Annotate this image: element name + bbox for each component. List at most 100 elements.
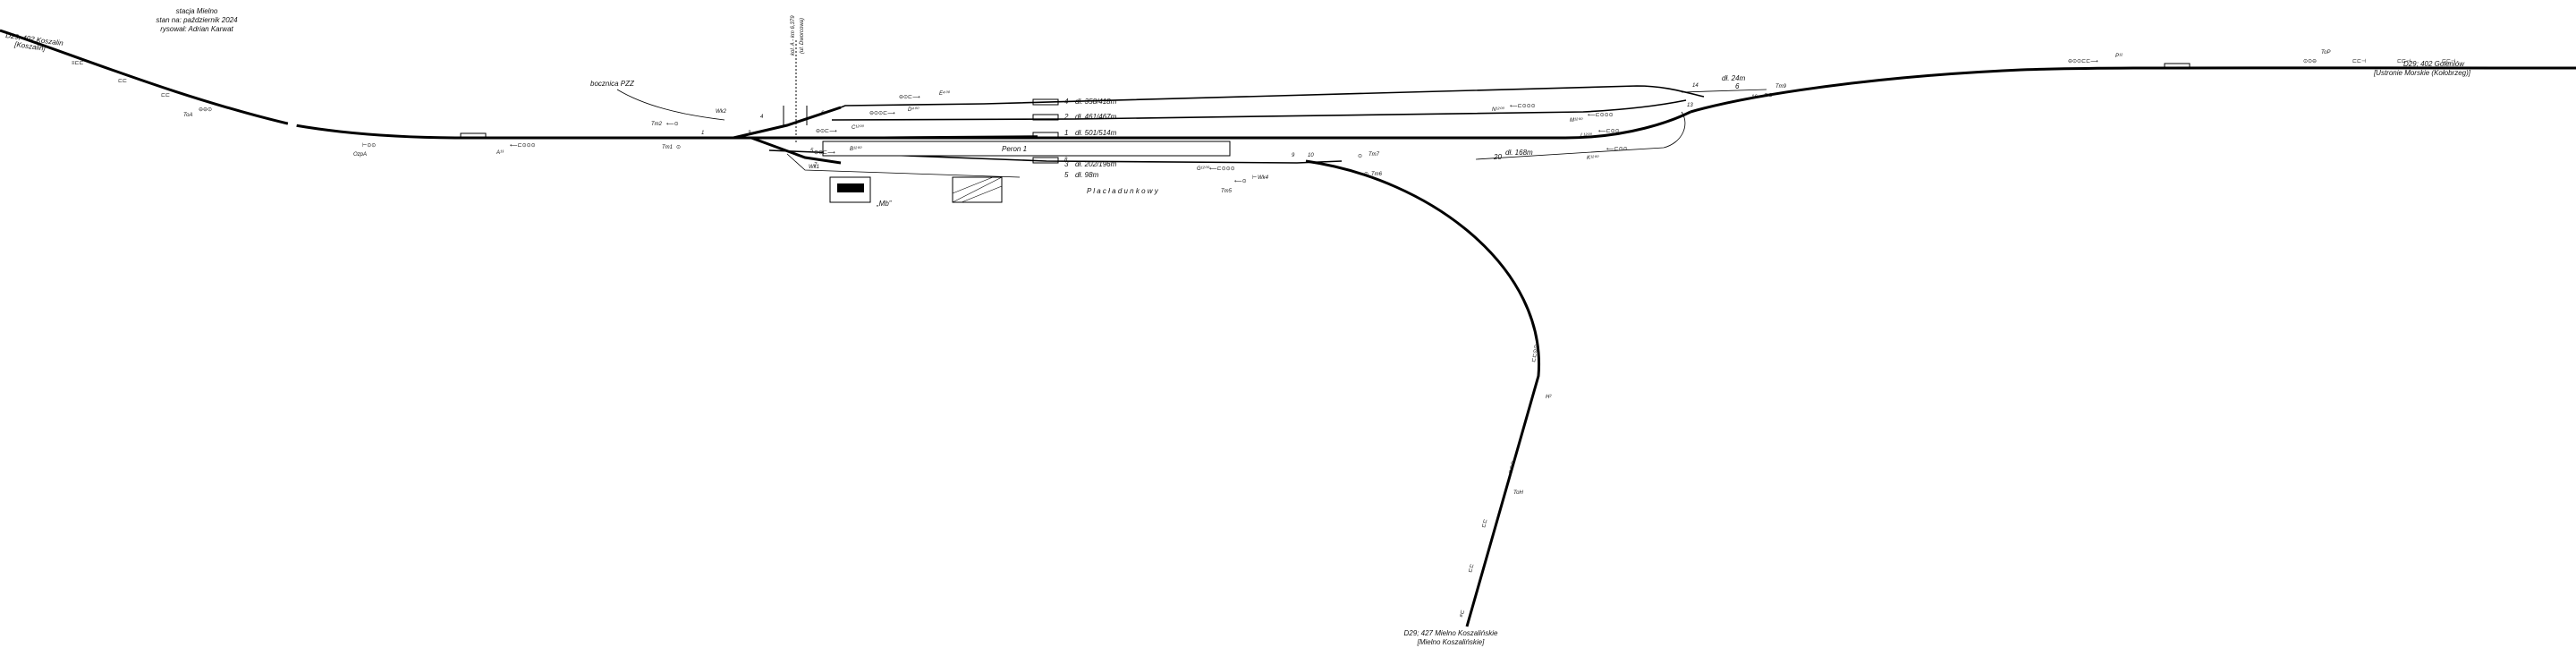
main-track-east — [1690, 66, 2576, 114]
svg-text:⊏⊏⊣: ⊏⊏⊣ — [2397, 58, 2411, 64]
track-number: 5 — [1064, 171, 1069, 179]
signal-wk2: Wk2 — [716, 109, 727, 115]
svg-text:⊏⊏⊣: ⊏⊏⊣ — [2442, 58, 2455, 64]
track-length: dł. 202/196m — [1075, 160, 1117, 168]
svg-text:⟵⊏⊙⊙⊙: ⟵⊏⊙⊙⊙ — [1588, 113, 1614, 118]
svg-text:G¹²⁰⁰: G¹²⁰⁰ — [1197, 166, 1210, 172]
switch-number: 3 — [748, 131, 751, 136]
track-number: 20 — [1493, 153, 1502, 161]
svg-text:Wk1: Wk1 — [809, 165, 819, 170]
svg-text:⟵⊏⊙⊙⊙: ⟵⊏⊙⊙⊙ — [1510, 104, 1536, 109]
platform-label: Peron 1 — [1002, 145, 1027, 153]
svg-text:Tm5: Tm5 — [1221, 189, 1233, 194]
crossing-street: (ul. Dworcowa) — [800, 18, 805, 54]
signal-g: G¹²⁰⁰ ⟵⊏⊙⊙⊙ — [1197, 166, 1235, 172]
signal-b: ⊖⊙⊏⟶ B¹²⁰⁰ — [814, 146, 862, 156]
signal-tm6: ⊙ Tm6 — [1364, 172, 1383, 177]
signal-toh: ToH ⊙⊙⊖ — [1508, 460, 1523, 496]
east-direction-sub: [Ustronie Morskie (Kołobrzeg)] — [2373, 69, 2471, 77]
switch-number: 13 — [1687, 103, 1693, 108]
switch-number: 10 — [1308, 153, 1314, 158]
switch-number: 4 — [760, 115, 764, 120]
distance-marker: ⊏⊏ — [1481, 518, 1488, 528]
svg-text:Wk2: Wk2 — [716, 109, 727, 115]
svg-text:Tm7: Tm7 — [1368, 152, 1380, 158]
signal-m: M¹²⁰⁰ ⟵⊏⊙⊙⊙ — [1570, 113, 1614, 124]
station-track-2 — [831, 99, 1687, 121]
svg-text:K¹²⁰⁰: K¹²⁰⁰ — [1587, 155, 1599, 161]
svg-text:ToH: ToH — [1513, 490, 1523, 496]
warehouse-fill — [837, 183, 864, 192]
platform-1 — [822, 141, 1231, 157]
south-direction-label: D29; 427 Mielno Koszalińskie — [1404, 629, 1498, 637]
svg-text:⊖⊖⊙: ⊖⊖⊙ — [199, 107, 212, 113]
switch-number: 16 — [1751, 95, 1758, 100]
distance-marker: ⊏⊏ — [1468, 563, 1475, 573]
signal-ozpa: OzpA ⊢⊙⊙ — [353, 142, 376, 158]
svg-text:ToP: ToP — [2321, 50, 2330, 55]
svg-text:⊙⊙⊖: ⊙⊙⊖ — [2303, 59, 2317, 64]
signal-e: ⊖⊙⊏⟶ E⁴⁰⁰ — [899, 90, 951, 100]
track-number: 2 — [1063, 113, 1069, 121]
branch-line-south — [1305, 159, 1540, 627]
track-length: dł. 461/467m — [1075, 113, 1117, 121]
svg-text:⟵⊏⊙⊙: ⟵⊏⊙⊙ — [1598, 129, 1620, 134]
svg-text:M¹²⁰⁰: M¹²⁰⁰ — [1570, 117, 1583, 124]
signal-a: A¹³ ⟵⊏⊙⊙⊙ — [496, 143, 536, 156]
svg-text:⊙: ⊙ — [1358, 154, 1362, 159]
svg-text:⊢: ⊢ — [1252, 175, 1257, 181]
signal-wk4: ⊢ Wk4 — [1252, 175, 1269, 181]
svg-text:⊙⊙: ⊙⊙ — [1764, 93, 1773, 98]
signal-n: N¹²⁰⁰ ⟵⊏⊙⊙⊙ — [1492, 104, 1536, 113]
svg-text:C¹²⁰⁰: C¹²⁰⁰ — [852, 124, 865, 131]
switch-number: 14 — [1692, 83, 1699, 89]
track-length: dł. 358/418m — [1075, 98, 1117, 106]
svg-text:Wk4: Wk4 — [1258, 175, 1269, 181]
svg-text:Tm1: Tm1 — [662, 145, 673, 150]
state-date: stan na: październik 2024 — [156, 16, 238, 24]
distance-marker: ⊏⊏ — [161, 93, 170, 98]
hatch — [952, 176, 994, 194]
svg-text:⊙: ⊙ — [676, 145, 681, 150]
switch-connector — [750, 136, 842, 165]
svg-text:A¹³: A¹³ — [496, 150, 504, 156]
svg-text:⊖⊙⊏⟶: ⊖⊙⊏⟶ — [816, 129, 837, 134]
track-length: dł. 24m — [1722, 74, 1746, 82]
station-track-5 — [786, 153, 1021, 178]
signal-tm2: Tm2 ⟵⊙ — [651, 122, 679, 127]
svg-text:⊙⊙⊖: ⊙⊙⊖ — [1508, 460, 1517, 474]
signal-c: ⊖⊙⊏⟶ C¹²⁰⁰ — [816, 124, 865, 134]
svg-text:L¹²⁰⁰: L¹²⁰⁰ — [1580, 132, 1593, 139]
signal-toa: ToA ⊖⊖⊙ — [183, 107, 212, 118]
station-track-6 — [1681, 89, 1767, 93]
station-track-4 — [840, 85, 1705, 108]
signal-wk1: Wk1 — [809, 165, 819, 170]
distance-marker: ⊏⊏ — [118, 79, 127, 84]
signal-d: ⊖⊙⊙⊏⟶ D⁴⁰⁰ — [869, 107, 919, 116]
signal-k: K¹²⁰⁰ ⟵⊏⊙⊙ — [1587, 147, 1628, 161]
switch-number: 8 — [1064, 158, 1068, 163]
switch-number: 6 — [821, 111, 825, 116]
svg-text:E⁴⁰⁰: E⁴⁰⁰ — [939, 90, 951, 97]
main-track-west — [0, 29, 1691, 140]
signal-tm7: ⊙ Tm7 — [1358, 152, 1380, 159]
svg-text:Tm6: Tm6 — [1371, 172, 1383, 177]
signal-tm5: ⟵⊙ Tm5 — [1221, 179, 1247, 194]
hatch — [961, 185, 1003, 203]
track-length: dł. 168m — [1505, 149, 1533, 157]
track-length: dł. 98m — [1075, 171, 1099, 179]
svg-text:⊖⊙⊙⊏⟶: ⊖⊙⊙⊏⟶ — [869, 111, 895, 116]
svg-text:D⁴⁰⁰: D⁴⁰⁰ — [908, 107, 919, 113]
station-title: stacja Mielno — [176, 7, 218, 15]
svg-text:⊏⊏⊣: ⊏⊏⊣ — [2352, 58, 2366, 64]
svg-text:⊖⊙⊙⊏⊏⟶: ⊖⊙⊙⊏⊏⟶ — [2068, 59, 2098, 64]
svg-text:P¹²: P¹² — [2115, 54, 2123, 59]
switch-number: 7 — [814, 163, 818, 168]
track-number: 6 — [1735, 82, 1740, 90]
signal-top: ToP ⊙⊙⊖ ⊏⊏⊣ ⊏⊏⊣ ⊏⊏⊣ — [2303, 50, 2455, 64]
svg-text:⊢⊙⊙: ⊢⊙⊙ — [362, 142, 376, 149]
track-number: 4 — [1064, 98, 1069, 106]
signal-h: H² ⊏⊏⊙⊙ — [1531, 345, 1552, 400]
